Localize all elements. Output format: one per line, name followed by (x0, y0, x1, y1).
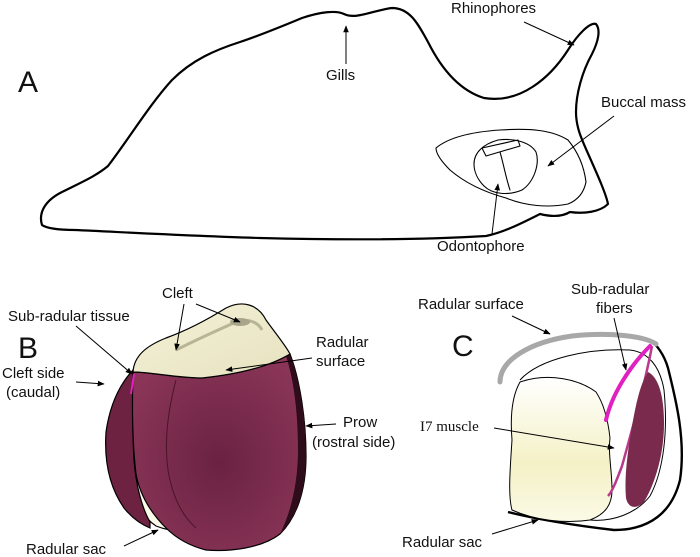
arrow-cleft-2 (195, 303, 241, 323)
panel-b-labels: Cleft Sub-radular tissue Radular surface… (2, 285, 395, 557)
label-radular-surface-c: Radular surface (418, 296, 524, 313)
panel-b-letter: B (18, 332, 38, 365)
label-odontophore: Odontophore (437, 238, 525, 255)
label-buccal-mass: Buccal mass (601, 94, 686, 111)
label-rhinophores: Rhinophores (451, 0, 536, 17)
odontophore-cleft (481, 139, 521, 157)
arrow-prow (305, 422, 337, 429)
label-prow-1: Prow (343, 414, 377, 431)
buccal-mass (435, 128, 587, 207)
arrow-buccal-mass (547, 115, 615, 167)
label-radular-sac-b: Radular sac (26, 541, 107, 557)
muscle-seam (165, 379, 197, 529)
arrow-i7-muscle (493, 427, 615, 450)
label-prow-2: (rostral side) (312, 434, 395, 451)
label-cleft-side-1: Cleft side (2, 365, 65, 382)
odontophore-outline-c (507, 339, 683, 532)
muscle-blob-c (625, 372, 664, 507)
arrow-radular-sac-b (123, 529, 159, 547)
sub-radular-tissue (130, 373, 135, 395)
label-cleft-side-2: (caudal) (6, 384, 60, 401)
radular-surface-c (497, 331, 659, 385)
panel-c: C (452, 330, 683, 532)
arrow-sub-radular-fibers (613, 317, 628, 371)
label-radular-surface-b2: surface (316, 353, 365, 370)
panel-a-labels: Gills Rhinophores Buccal mass Odontophor… (326, 0, 686, 255)
panel-c-labels: Radular surface Sub-radular fibers I7 mu… (402, 281, 649, 551)
odontophore (473, 138, 538, 195)
arrow-cleft-1 (174, 303, 185, 351)
arrow-radular-surface-c (511, 315, 551, 335)
label-sub-radular-tissue: Sub-radular tissue (8, 308, 130, 325)
panel-c-letter: C (452, 330, 474, 363)
prow-edge (280, 354, 306, 534)
label-gills: Gills (326, 67, 355, 84)
panel-a-letter: A (18, 66, 38, 99)
panel-b: B (18, 303, 307, 552)
label-i7-muscle: I7 muscle (420, 419, 479, 435)
arrow-sub-radular-tissue (75, 325, 133, 375)
arrow-rhinophores (523, 21, 575, 46)
arrow-cleft-side (75, 380, 105, 387)
arrow-odontophore (491, 183, 501, 235)
inner-outline-c (519, 349, 666, 521)
odontophore-line (499, 151, 511, 191)
label-radular-surface-b1: Radular (316, 334, 369, 351)
slug-body-outline (39, 6, 610, 241)
label-sub-radular-fibers-2: fibers (596, 300, 633, 317)
sub-radular-fibers (604, 344, 652, 422)
label-sub-radular-fibers-1: Sub-radular (571, 281, 649, 298)
arrow-radular-sac-c (491, 519, 539, 535)
panel-a: A (18, 6, 610, 241)
radular-sac-c (509, 376, 613, 523)
label-cleft: Cleft (162, 285, 194, 302)
label-radular-sac-c: Radular sac (402, 534, 483, 551)
arrow-radular-surface-b (225, 357, 313, 372)
